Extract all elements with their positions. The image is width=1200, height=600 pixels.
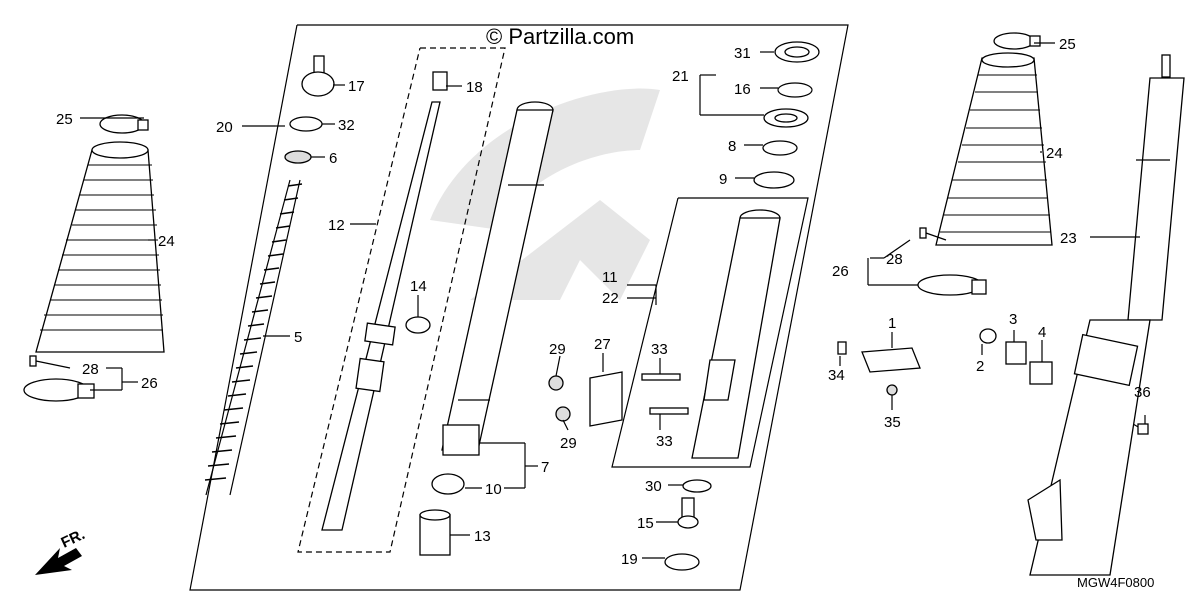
callout-36: 36	[1134, 384, 1151, 401]
callout-35: 35	[884, 414, 901, 431]
callout-11: 11	[602, 269, 618, 286]
callout-10: 10	[485, 481, 502, 498]
callout-8: 8	[728, 138, 736, 155]
callout-3: 3	[1009, 311, 1017, 328]
callout-29-lower: 29	[560, 435, 577, 452]
callout-24-left: 24	[158, 233, 175, 250]
part-clamp-25-right	[993, 32, 1041, 50]
callout-9: 9	[719, 171, 727, 188]
callout-32: 32	[338, 117, 355, 134]
callout-17: 17	[348, 78, 365, 95]
part-bolt-28-left	[29, 355, 71, 369]
part-washer-6	[284, 150, 312, 164]
callout-25-left: 25	[56, 111, 73, 128]
callout-7: 7	[541, 459, 549, 476]
part-bolt-35	[886, 384, 898, 396]
callout-27: 27	[594, 336, 611, 353]
callout-28-right: 28	[886, 251, 903, 268]
part-clamp-26-left	[23, 378, 95, 402]
callout-16: 16	[734, 81, 751, 98]
partzilla-watermark: © Partzilla.com	[486, 24, 635, 49]
callout-20: 20	[216, 119, 233, 136]
callout-26-left: 26	[141, 375, 158, 392]
callout-26-right: 26	[832, 263, 849, 280]
leader-lines	[80, 42, 1146, 559]
part-bolt-15	[677, 497, 699, 529]
callout-28-left: 28	[82, 361, 99, 378]
callout-15: 15	[637, 515, 654, 532]
part-clamp-25-left	[99, 114, 149, 134]
callout-14: 14	[410, 278, 427, 295]
callout-24-right: 24	[1046, 145, 1063, 162]
part-nut-18	[432, 71, 448, 91]
part-washer-8	[762, 140, 798, 156]
callout-25-right: 25	[1059, 36, 1076, 53]
direction-label: FR.	[59, 526, 88, 552]
callout-23: 23	[1060, 230, 1077, 247]
callout-33-lower: 33	[656, 433, 673, 450]
part-nut-29-lower	[555, 406, 571, 422]
part-seal-31	[774, 41, 820, 63]
part-rod-12	[321, 101, 441, 531]
assembly-outline	[189, 24, 849, 591]
part-guide-4	[1029, 361, 1053, 385]
callout-33-upper: 33	[651, 341, 668, 358]
part-bracket-1	[861, 347, 921, 373]
front-direction-arrow: FR.	[35, 526, 88, 575]
part-stud-33-upper	[641, 373, 681, 381]
part-bolt-17	[301, 55, 335, 97]
callout-2: 2	[976, 358, 984, 375]
callout-30: 30	[645, 478, 662, 495]
callout-34: 34	[828, 367, 845, 384]
part-washer-30	[682, 479, 712, 493]
callout-4: 4	[1038, 324, 1046, 341]
callout-12: 12	[328, 217, 345, 234]
callout-1: 1	[888, 315, 896, 332]
callout-29-upper: 29	[549, 341, 566, 358]
callout-13: 13	[474, 528, 491, 545]
part-clamp-26-right	[917, 274, 987, 296]
part-nut-29-upper	[548, 375, 564, 391]
part-spring-5	[204, 179, 303, 496]
callout-21: 21	[672, 68, 689, 85]
part-seal-21	[763, 108, 809, 128]
part-fork-assembly-23	[1027, 54, 1185, 576]
callout-19: 19	[621, 551, 638, 568]
part-boot-24-right	[935, 52, 1053, 246]
callout-5: 5	[294, 329, 302, 346]
part-washer-32	[289, 116, 323, 132]
part-guide-14	[405, 316, 431, 334]
part-bolt-34	[837, 341, 847, 355]
part-outer-tube	[691, 209, 781, 459]
part-axle-holder-27	[589, 371, 623, 427]
part-boot-24-left	[35, 141, 165, 353]
diagram-code: MGW4F0800	[1077, 575, 1155, 590]
part-bolt-28-right	[919, 227, 947, 241]
callout-6: 6	[329, 150, 337, 167]
part-clip-16	[777, 82, 813, 98]
part-bushing-13	[419, 509, 451, 556]
callout-labels: 17 32 6 20 18 12 14 5 25 24 28 26 10 7 1…	[56, 36, 1151, 568]
callout-22: 22	[602, 290, 619, 307]
callout-18: 18	[466, 79, 483, 96]
part-cap-2	[979, 328, 997, 344]
part-stud-33-lower	[649, 407, 689, 415]
part-bushing-10	[431, 473, 465, 495]
callout-31: 31	[734, 45, 751, 62]
part-guide-3	[1005, 341, 1027, 365]
part-cap-19	[664, 553, 700, 571]
part-bushing-9	[753, 171, 795, 189]
part-inner-tube	[441, 101, 554, 456]
